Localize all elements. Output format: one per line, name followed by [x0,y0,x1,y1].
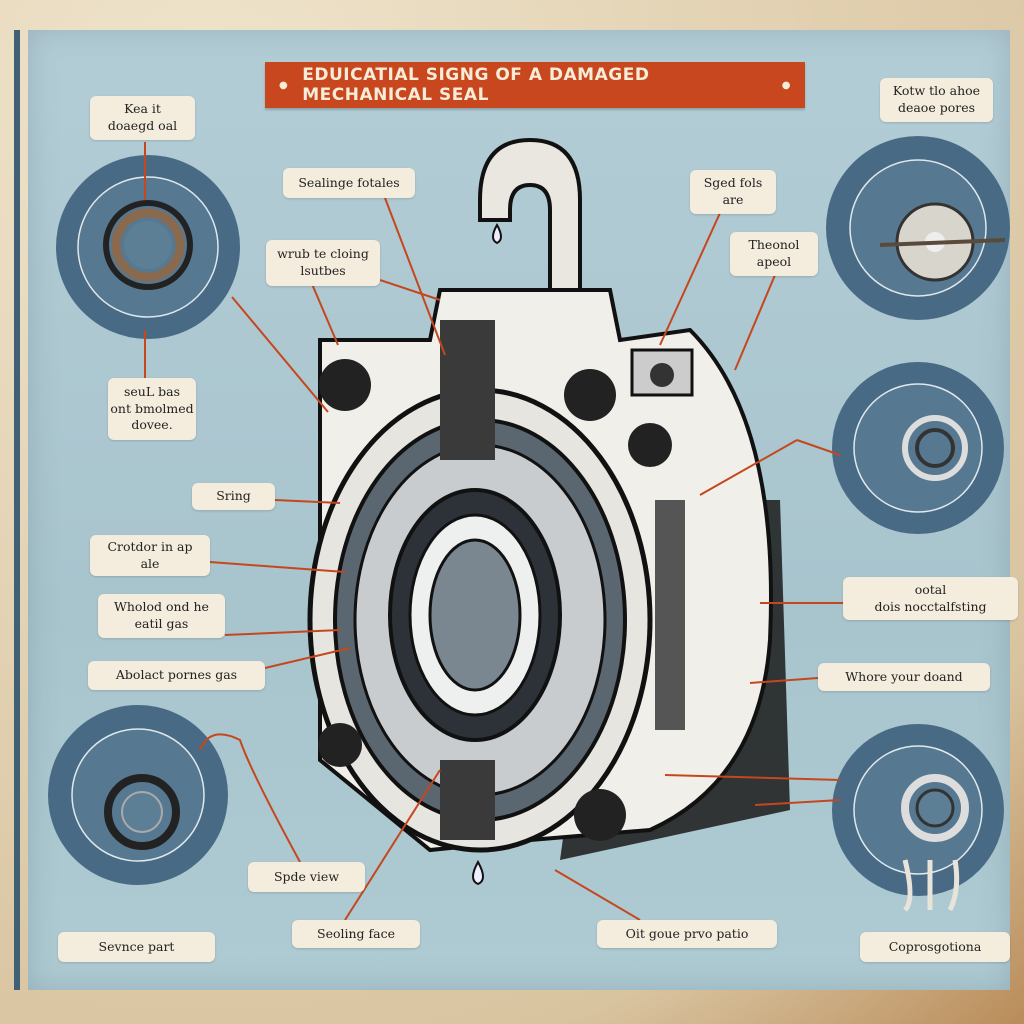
label-coprosgotiona: Coprosgotiona [860,932,1010,962]
label-sealing-face: Seoling face [292,920,420,948]
label-abolact: Abolact pornes gas [88,661,265,690]
label-theonol: Theonol apeol [730,232,818,276]
label-wholod: Wholod ond he eatil gas [98,594,225,638]
leader-lines [144,142,843,921]
label-top-right: Kotw tlo ahoe deaoe pores [880,78,993,122]
panel-edge [14,30,20,990]
label-oit: Oit goue prvo patio [597,920,777,948]
detail-circle-bottom-left [48,705,228,885]
mechanical-seal-illustration [307,137,790,886]
label-side-view: Spde view [248,862,365,892]
detail-circle-top-left [56,155,240,339]
label-sged: Sged fols are [690,170,776,214]
label-mid-left: seuL bas ont bmolmed dovee. [108,378,196,440]
label-top-left: Kea it doaegd oal [90,96,195,140]
label-wrub: wrub te cloing lsutbes [266,240,380,286]
label-whore: Whore your doand [818,663,990,691]
label-crotdor: Crotdor in ap ale [90,535,210,576]
label-spring: Sring [192,483,275,510]
label-ootal: ootal dois nocctalfsting [843,577,1018,620]
label-sealing-features: Sealinge fotales [283,168,415,198]
detail-circle-bottom-right [832,724,1004,912]
title-banner: EDUICATIAL SIGNG OF A DAMAGED MECHANICAL… [265,62,805,108]
detail-circle-mid-right [832,362,1004,534]
detail-circle-top-right [826,136,1010,320]
label-service-part: Sevnce part [58,932,215,962]
